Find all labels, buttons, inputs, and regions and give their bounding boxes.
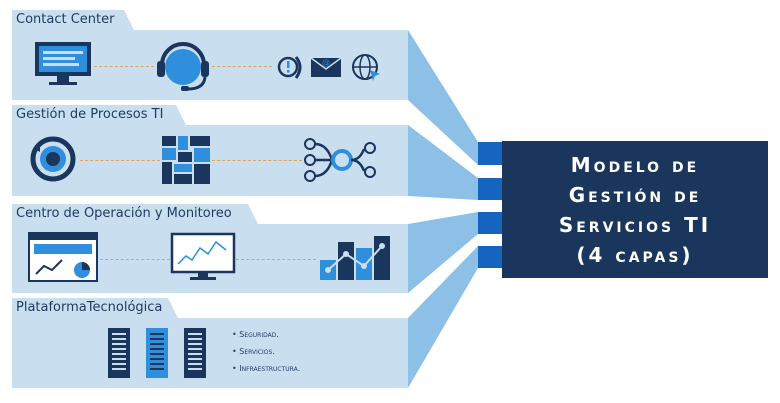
model-line-1: Modelo de [570, 152, 700, 177]
dash-line [236, 259, 316, 260]
dash-line [212, 160, 302, 161]
headset-icon [157, 42, 209, 91]
layer-tab-plataforma: PlataformaTecnológica [12, 298, 178, 318]
svg-text:@: @ [322, 58, 330, 67]
layer-tab-contact-center: Contact Center [12, 10, 134, 30]
funnel-operacion [408, 212, 478, 293]
dash-line [100, 259, 170, 260]
layer-label: Gestión de Procesos TI [16, 107, 164, 122]
layer-label: Centro de Operación y Monitoreo [16, 206, 232, 221]
platform-item: Infraestructura. [232, 360, 300, 377]
server-rack-icon [146, 328, 168, 378]
layer-band-plataforma [12, 318, 408, 388]
platform-items: Seguridad. Servicios. Infraestructura. [232, 326, 300, 377]
layer-band-procesos [12, 125, 408, 196]
funnel-contact-center [408, 30, 478, 165]
layer-label: PlataformaTecnológica [16, 300, 163, 315]
phone-icon [277, 56, 302, 79]
connector-1 [478, 142, 502, 165]
dash-line [80, 160, 160, 161]
platform-item: Servicios. [232, 343, 300, 360]
mail-icon: @ [310, 57, 342, 77]
model-line-4: (4 capas) [576, 242, 694, 267]
flow-network-icon [304, 138, 376, 182]
funnel-procesos [408, 125, 478, 200]
model-box: Modelo de Gestión de Servicios TI (4 cap… [502, 141, 768, 278]
globe-icon [352, 54, 380, 81]
server-rack-icon [108, 328, 130, 378]
model-line-3: Servicios TI [558, 212, 712, 237]
bar-chart-icon [320, 236, 390, 280]
dash-line [94, 66, 154, 67]
server-rack-icon [184, 328, 206, 378]
layer-tab-procesos: Gestión de Procesos TI [12, 105, 186, 125]
dashboard-icon [28, 232, 98, 282]
line-chart-monitor-icon [170, 232, 236, 280]
connector-2 [478, 178, 502, 200]
layer-label: Contact Center [16, 12, 115, 27]
connector-3 [478, 212, 502, 234]
funnel-plataforma [408, 246, 478, 388]
grid-blocks-icon [162, 136, 210, 184]
dash-line [212, 66, 272, 67]
connector-4 [478, 246, 502, 268]
monitor-icon [35, 42, 91, 85]
platform-item: Seguridad. [232, 326, 300, 343]
model-line-2: Gestión de [568, 182, 702, 207]
gear-cycle-icon [30, 136, 76, 182]
layer-tab-operacion: Centro de Operación y Monitoreo [12, 204, 258, 224]
